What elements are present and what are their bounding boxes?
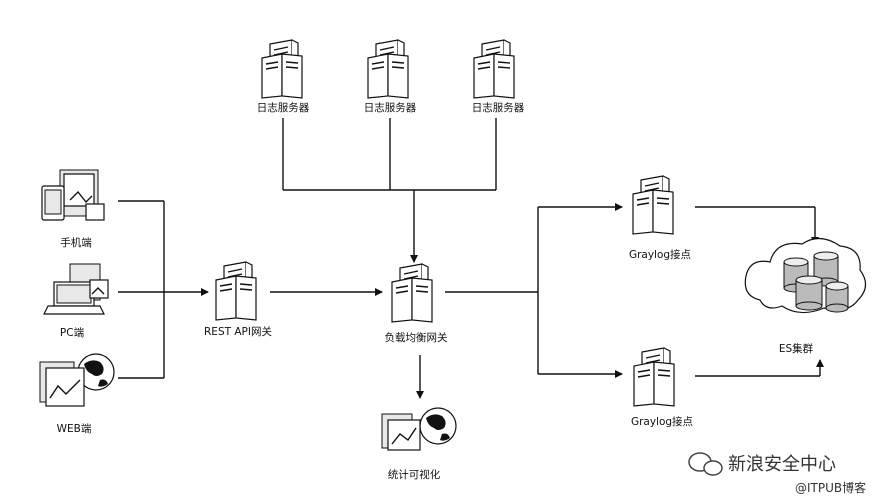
watermark-wechat-text: 新浪安全中心 <box>728 454 836 475</box>
server-icon <box>391 263 433 323</box>
pc-client: PC端 <box>43 263 109 339</box>
web-client: WEB端 <box>39 353 115 435</box>
web-globe-icon <box>39 353 115 407</box>
web-label: WEB端 <box>57 422 92 435</box>
server-icon <box>473 39 515 99</box>
load-balancer-label: 负载均衡网关 <box>385 331 448 344</box>
pc-label: PC端 <box>60 326 85 339</box>
stats-visualization: 统计可视化 <box>381 407 457 481</box>
chart-globe-icon <box>381 407 457 451</box>
log-server-2-label: 日志服务器 <box>364 101 417 114</box>
server-icon <box>261 39 303 99</box>
graylog-node-1-label: Graylog接点 <box>629 248 691 261</box>
log-server-2: 日志服务器 <box>364 39 417 114</box>
connectors <box>118 118 824 399</box>
log-server-1: 日志服务器 <box>257 39 310 114</box>
rest-gateway-label: REST API网关 <box>204 325 272 338</box>
wechat-icon <box>688 452 723 476</box>
es-cluster-label: ES集群 <box>779 342 814 355</box>
log-server-3: 日志服务器 <box>472 39 525 114</box>
graylog-node-2-label: Graylog接点 <box>631 415 693 428</box>
mobile-client: 手机端 <box>41 169 105 249</box>
server-icon <box>367 39 409 99</box>
server-icon <box>215 261 257 321</box>
watermark: 新浪安全中心 @ITPUB博客 <box>688 452 866 495</box>
laptop-icon <box>43 263 109 315</box>
rest-api-gateway: REST API网关 <box>204 261 272 338</box>
stats-viz-label: 统计可视化 <box>388 468 441 481</box>
server-icon <box>633 347 675 407</box>
es-cluster: ES集群 <box>744 237 867 355</box>
mobile-label: 手机端 <box>60 236 92 249</box>
load-balancer-gateway: 负载均衡网关 <box>385 263 448 344</box>
log-server-1-label: 日志服务器 <box>257 101 310 114</box>
database-cloud-icon <box>744 237 867 314</box>
mobile-device-icon <box>41 169 105 221</box>
watermark-itpub-text: @ITPUB博客 <box>795 480 866 495</box>
graylog-node-1: Graylog接点 <box>629 175 691 261</box>
graylog-node-2: Graylog接点 <box>631 347 693 428</box>
log-server-3-label: 日志服务器 <box>472 101 525 114</box>
server-icon <box>632 175 674 235</box>
